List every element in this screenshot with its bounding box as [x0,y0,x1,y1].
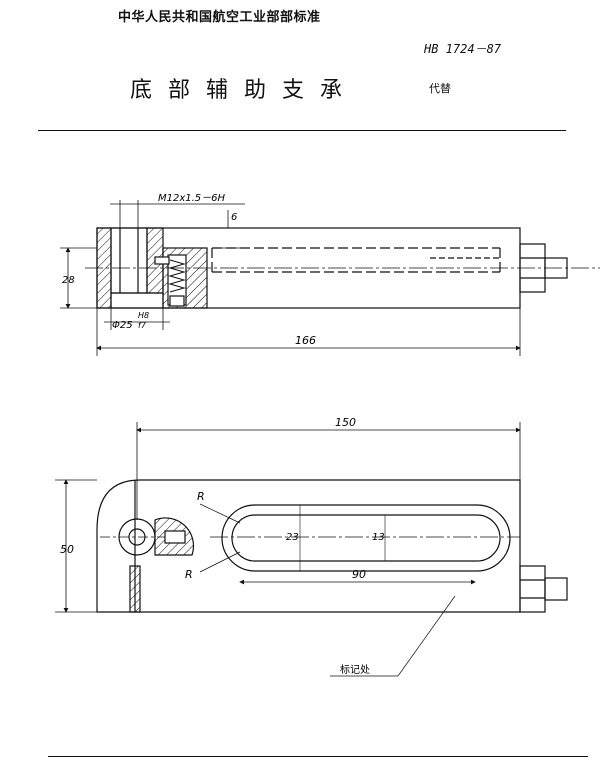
dim-23-label: 23 [286,532,299,543]
radius-top-label: R [197,490,205,503]
dia-fit-label: Φ25 [112,320,133,331]
dim-50-label: 50 [60,543,74,556]
dim-13-label: 13 [372,532,385,543]
dim-166-label: 166 [295,334,316,347]
footer-rule [48,756,588,757]
radius-bottom-label: R [185,568,193,581]
fit-upper-label: H8 [138,311,149,320]
mark-note-label: 标记处 [340,664,370,676]
thread-spec-label: M12x1.5－6H [158,193,226,204]
standard-organization: 中华人民共和国航空工业部部标准 [118,10,321,25]
dim-150-label: 150 [335,416,356,429]
dim-28-label: 28 [62,275,75,286]
section-view [60,200,600,356]
plan-view [55,422,568,677]
fit-lower-label: f7 [138,321,147,330]
plan-outline [96,479,521,613]
replaces-label: 代替 [429,82,451,95]
dim-6-label: 6 [231,212,237,223]
document-title: 底部辅助支承 [130,78,359,103]
dim-90-label: 90 [352,568,366,581]
header-rule [38,130,566,131]
standard-number: HB 1724－87 [424,42,502,56]
